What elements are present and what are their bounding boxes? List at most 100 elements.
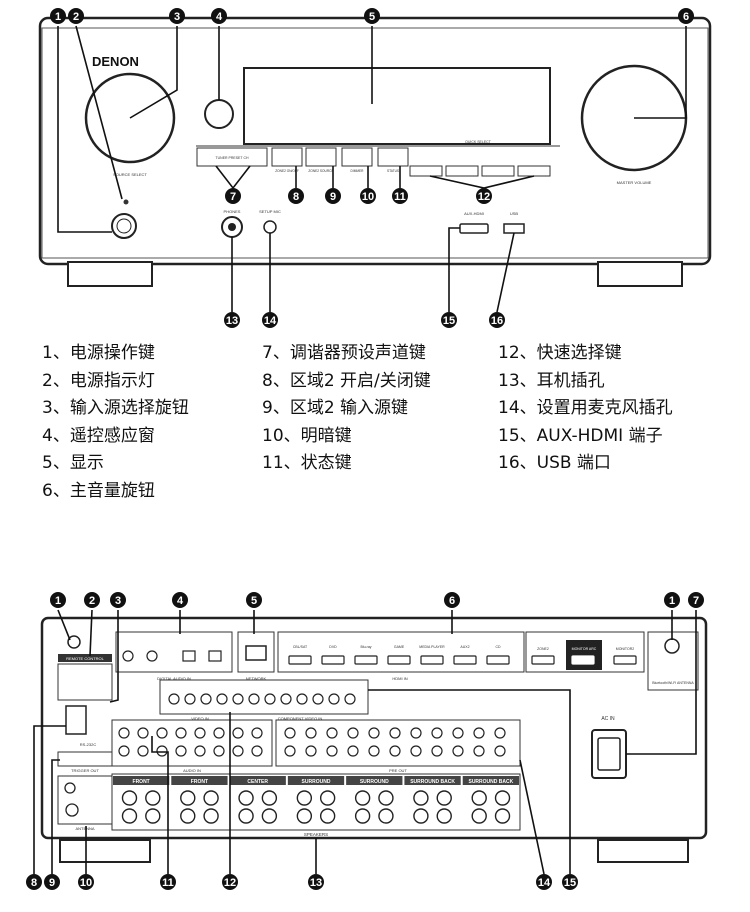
audio-in-jack[interactable]	[232, 745, 244, 757]
speaker-terminal[interactable]	[261, 790, 278, 806]
hdmi-input-port[interactable]	[387, 655, 411, 665]
speaker-terminal[interactable]	[145, 790, 161, 806]
pre-out-jack[interactable]	[305, 745, 317, 757]
video-jack[interactable]	[168, 693, 180, 705]
pre-out-jack[interactable]	[347, 745, 359, 757]
pre-out-jack[interactable]	[410, 745, 422, 757]
audio-in-jack[interactable]	[251, 727, 263, 739]
wifi-antenna-right[interactable]	[664, 638, 680, 654]
wifi-antenna-left[interactable]	[67, 635, 81, 649]
zone2-hdmi-port[interactable]	[531, 655, 555, 665]
optical-in-2[interactable]	[208, 650, 222, 662]
pre-out-jack[interactable]	[284, 745, 296, 757]
speaker-terminal[interactable]	[319, 790, 336, 806]
speaker-terminal[interactable]	[296, 790, 313, 806]
zone2-source-button[interactable]	[305, 147, 337, 167]
tuner-preset-button[interactable]	[196, 147, 268, 167]
am-antenna-terminal[interactable]	[64, 782, 76, 794]
speaker-terminal[interactable]	[121, 808, 138, 824]
speaker-terminal[interactable]	[180, 790, 196, 806]
video-jack[interactable]	[184, 693, 196, 705]
speaker-terminal[interactable]	[203, 790, 219, 806]
speaker-terminal[interactable]	[378, 790, 394, 806]
video-jack[interactable]	[232, 693, 244, 705]
pre-out-jack[interactable]	[473, 745, 485, 757]
audio-in-jack[interactable]	[156, 727, 168, 739]
speaker-terminal[interactable]	[145, 808, 161, 824]
audio-in-jack[interactable]	[175, 727, 187, 739]
pre-out-jack[interactable]	[368, 727, 380, 739]
video-jack[interactable]	[216, 693, 228, 705]
audio-in-jack[interactable]	[118, 745, 130, 757]
pre-out-jack[interactable]	[305, 727, 317, 739]
setup-mic-jack[interactable]	[263, 220, 277, 234]
speaker-terminal[interactable]	[261, 808, 278, 824]
audio-in-jack[interactable]	[137, 745, 149, 757]
rs232c-port[interactable]	[65, 705, 87, 735]
pre-out-jack[interactable]	[389, 745, 401, 757]
monitor-arc-port[interactable]	[571, 655, 595, 665]
audio-in-jack[interactable]	[213, 727, 225, 739]
speaker-terminal[interactable]	[180, 808, 196, 824]
audio-in-jack[interactable]	[232, 727, 244, 739]
quick-select-1[interactable]	[409, 165, 443, 177]
audio-in-jack[interactable]	[137, 727, 149, 739]
hdmi-input-port[interactable]	[321, 655, 345, 665]
quick-select-2[interactable]	[445, 165, 479, 177]
pre-out-jack[interactable]	[368, 745, 380, 757]
video-jack[interactable]	[328, 693, 340, 705]
pre-out-jack[interactable]	[347, 727, 359, 739]
speaker-terminal[interactable]	[471, 808, 487, 824]
usb-port[interactable]	[503, 223, 525, 234]
speaker-terminal[interactable]	[494, 790, 511, 806]
pre-out-jack[interactable]	[284, 727, 296, 739]
speaker-terminal[interactable]	[296, 808, 313, 824]
speaker-terminal[interactable]	[471, 790, 487, 806]
speaker-terminal[interactable]	[436, 808, 452, 824]
audio-in-jack[interactable]	[194, 745, 206, 757]
audio-in-jack[interactable]	[156, 745, 168, 757]
coaxial-in-1[interactable]	[122, 650, 134, 662]
audio-in-jack[interactable]	[213, 745, 225, 757]
pre-out-jack[interactable]	[326, 745, 338, 757]
pre-out-jack[interactable]	[494, 745, 506, 757]
pre-out-jack[interactable]	[326, 727, 338, 739]
pre-out-jack[interactable]	[431, 745, 443, 757]
audio-in-jack[interactable]	[118, 727, 130, 739]
speaker-terminal[interactable]	[121, 790, 138, 806]
speaker-terminal[interactable]	[203, 808, 219, 824]
quick-select-4[interactable]	[517, 165, 551, 177]
audio-in-jack[interactable]	[251, 745, 263, 757]
network-port[interactable]	[245, 645, 267, 661]
video-jack[interactable]	[280, 693, 292, 705]
speaker-terminal[interactable]	[238, 790, 254, 806]
video-jack[interactable]	[264, 693, 276, 705]
hdmi-input-port[interactable]	[486, 655, 510, 665]
video-jack[interactable]	[312, 693, 324, 705]
optical-in-1[interactable]	[182, 650, 196, 662]
video-jack[interactable]	[344, 693, 356, 705]
pre-out-jack[interactable]	[473, 727, 485, 739]
speaker-terminal[interactable]	[354, 790, 371, 806]
speaker-terminal[interactable]	[378, 808, 394, 824]
audio-in-jack[interactable]	[175, 745, 187, 757]
speaker-terminal[interactable]	[494, 808, 511, 824]
speaker-terminal[interactable]	[354, 808, 371, 824]
fm-antenna-terminal[interactable]	[65, 803, 79, 817]
video-jack[interactable]	[248, 693, 260, 705]
hdmi-input-port[interactable]	[453, 655, 477, 665]
pre-out-jack[interactable]	[389, 727, 401, 739]
pre-out-jack[interactable]	[410, 727, 422, 739]
hdmi-input-port[interactable]	[354, 655, 378, 665]
coaxial-in-2[interactable]	[146, 650, 158, 662]
hdmi-input-port[interactable]	[288, 655, 312, 665]
pre-out-jack[interactable]	[431, 727, 443, 739]
video-jack[interactable]	[200, 693, 212, 705]
aux-hdmi-port[interactable]	[459, 223, 489, 234]
audio-in-jack[interactable]	[194, 727, 206, 739]
speaker-terminal[interactable]	[238, 808, 254, 824]
monitor2-port[interactable]	[613, 655, 637, 665]
dimmer-button[interactable]	[341, 147, 373, 167]
pre-out-jack[interactable]	[452, 745, 464, 757]
pre-out-jack[interactable]	[494, 727, 506, 739]
